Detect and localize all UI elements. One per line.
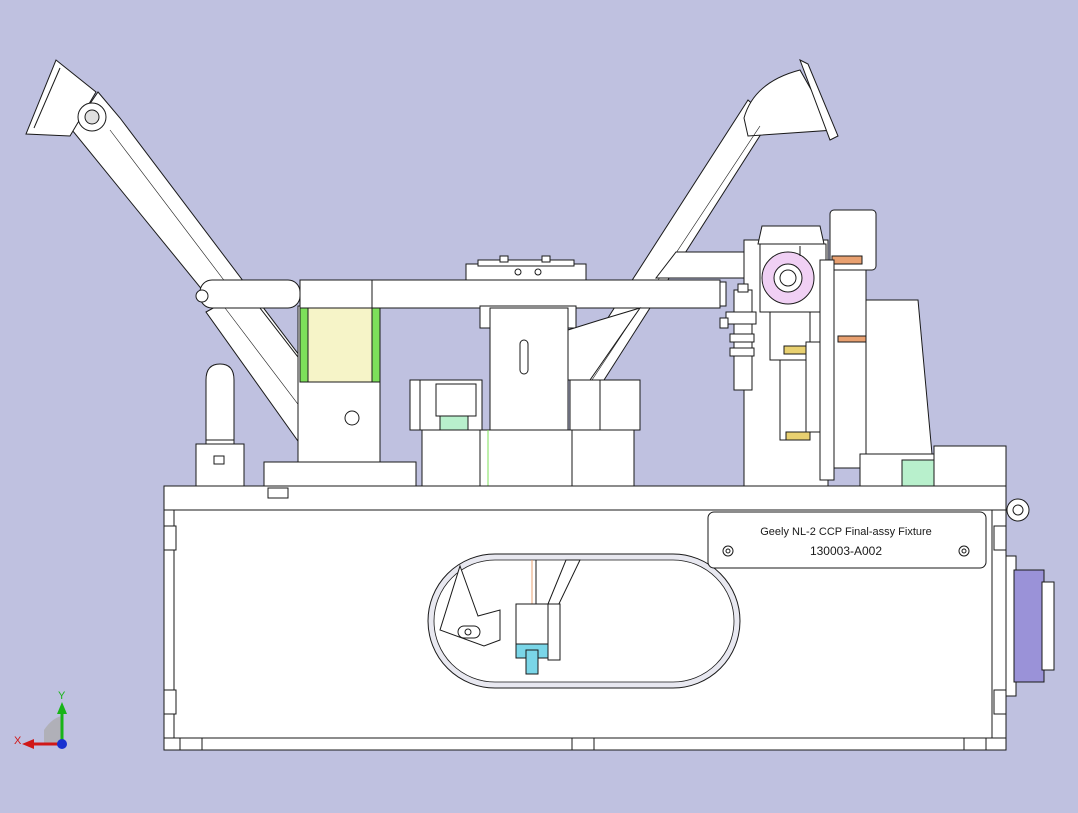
triad-y-label: Y: [58, 690, 66, 702]
triad-x-label: X: [14, 735, 22, 747]
locator-base: [421, 429, 635, 487]
right-clamp-assembly[interactable]: [743, 225, 829, 487]
view-triad[interactable]: Y X: [14, 690, 67, 749]
nameplate-part-number: 130003-A002: [810, 544, 882, 558]
left-locator-block: [409, 379, 483, 431]
right-tower: [819, 209, 1007, 487]
right-locator-block: [569, 379, 641, 431]
nameplate-title: Geely NL-2 CCP Final-assy Fixture: [760, 526, 932, 538]
left-pipe: [195, 363, 245, 487]
clamp-actuator: [719, 283, 757, 391]
inspection-window: [427, 553, 741, 689]
nameplate: Geely NL-2 CCP Final-assy Fixture 130003…: [707, 511, 987, 569]
side-cylinder: [1005, 555, 1055, 697]
center-post: [489, 307, 642, 433]
